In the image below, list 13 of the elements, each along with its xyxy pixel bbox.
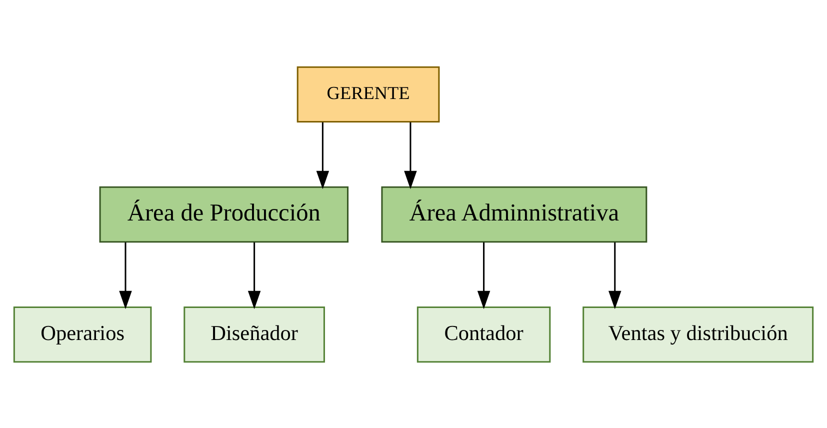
arrow [477,242,490,309]
node-box: Contador [416,306,551,362]
node-box: Área Adminnistrativa [381,186,648,242]
arrow [248,242,261,309]
node-box: Ventas y distribución [582,306,814,362]
arrow [316,122,330,189]
arrow [404,122,417,189]
node-box: Diseñador [184,306,325,362]
node-box: Operarios [13,306,152,362]
node-box: GERENTE [296,66,440,122]
arrow [119,242,132,309]
arrow [608,242,622,309]
node-box: Área de Producción [99,186,349,242]
